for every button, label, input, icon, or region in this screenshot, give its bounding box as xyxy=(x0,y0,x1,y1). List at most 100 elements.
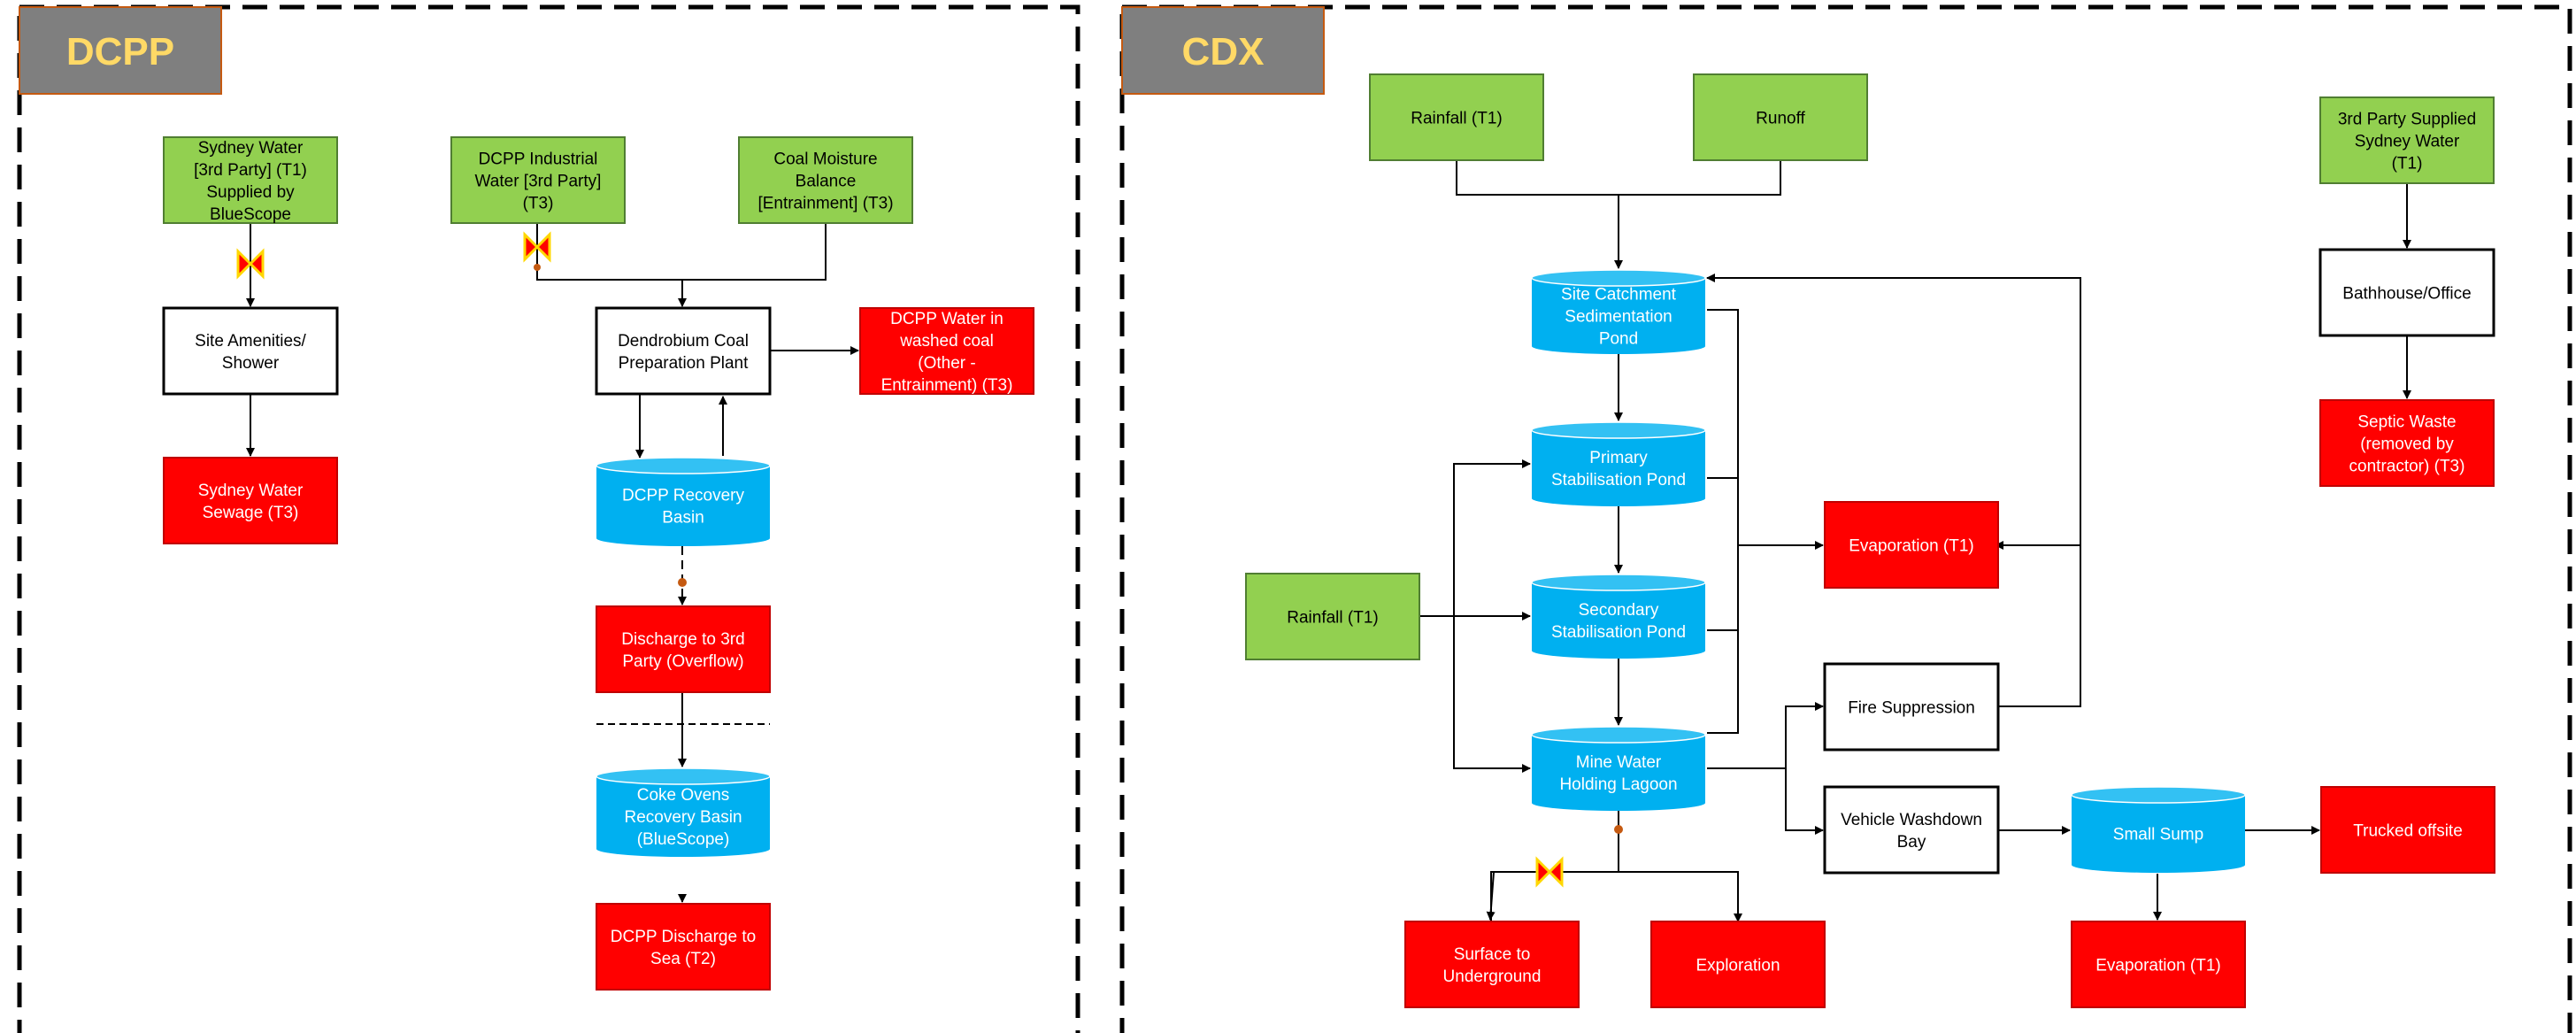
node-label-line: Preparation Plant xyxy=(619,354,750,373)
node-label-line: Basin xyxy=(662,509,704,528)
node-label-line: Supplied by xyxy=(206,183,295,202)
sydney-water-supply-box: Sydney Water [3rd Party] (T1) Supplied by B… xyxy=(163,136,338,224)
evaporation-bottom-box: Evaporation (T1) xyxy=(2071,921,2246,1008)
node-label-line: (BlueScope) xyxy=(637,830,730,849)
node-label-line: Exploration xyxy=(1696,957,1780,975)
fire-suppression-box: Fire Suppression xyxy=(1823,662,2000,752)
node-label-line: Primary xyxy=(1589,449,1648,467)
node-label-line: Fire Suppression xyxy=(1848,699,1975,718)
dcpp-markers xyxy=(236,231,687,587)
runoff-box: Runoff xyxy=(1693,73,1868,161)
exploration-box: Exploration xyxy=(1650,921,1826,1008)
septic-waste-box: Septic Waste (removed by contractor) (T3) xyxy=(2319,399,2495,487)
node-label-line: Small Sump xyxy=(2113,826,2203,844)
node-label-line: Sydney Water xyxy=(198,139,304,158)
small-sump: Small Sump xyxy=(2071,786,2246,873)
node-label-line: DCPP Water in xyxy=(890,310,1003,328)
node-label-line: [3rd Party] (T1) xyxy=(194,161,307,180)
node-label-line: Sydney Water xyxy=(198,482,304,500)
valve-icon xyxy=(236,248,265,280)
node-label-line: [Entrainment] (T3) xyxy=(757,195,893,213)
site-amenities-box: Site Amenities/Shower xyxy=(162,306,339,396)
node-label-line: Evaporation (T1) xyxy=(1849,537,1974,556)
evaporation-mid-box: Evaporation (T1) xyxy=(1824,501,1999,589)
flow-junction-dot xyxy=(678,578,687,587)
cdx-markers xyxy=(1535,825,1623,888)
node-label-line: Rainfall (T1) xyxy=(1287,609,1378,628)
node-label-line: washed coal xyxy=(899,332,994,351)
node-label-line: (removed by xyxy=(2360,436,2454,454)
node-label-line: BlueScope xyxy=(210,205,291,224)
node-label-line: Sea (T2) xyxy=(650,950,716,968)
valve-icon xyxy=(523,231,551,263)
node-label-line: Water [3rd Party] xyxy=(475,173,602,191)
cdx-connectors xyxy=(1419,161,2411,922)
node-label-line: Site Catchment xyxy=(1561,286,1677,305)
node-label-line: Coal Moisture xyxy=(773,150,877,169)
node-label-line: Mine Water xyxy=(1576,753,1662,772)
node-label-line: (Other - xyxy=(918,354,975,373)
cdx-title: CDX xyxy=(1182,30,1265,73)
node-label-line: Sewage (T3) xyxy=(203,504,299,522)
node-label-line: Holding Lagoon xyxy=(1559,775,1677,794)
node-label-line: DCPP Industrial xyxy=(479,150,598,169)
node-label-line: Recovery Basin xyxy=(624,808,742,827)
node-label-line: Runoff xyxy=(1756,110,1805,128)
node-label-line: Sydney Water xyxy=(2355,133,2460,151)
node-label-line: Septic Waste xyxy=(2357,413,2456,432)
flow-junction-dot xyxy=(1614,825,1623,834)
dcpp-water-washed-coal-box: DCPP Water in washed coal (Other - Entrainm… xyxy=(859,307,1034,395)
node-label-line: DCPP Discharge to xyxy=(611,928,756,946)
node-label-line: Stabilisation Pond xyxy=(1551,623,1686,642)
rainfall-top-box: Rainfall (T1) xyxy=(1369,73,1544,161)
node-label-line: Trucked offsite xyxy=(2353,822,2463,841)
node-label-line: contractor) (T3) xyxy=(2349,458,2465,476)
node-label-line: Surface to xyxy=(1454,945,1531,964)
rainfall-left-box: Rainfall (T1) xyxy=(1245,573,1420,660)
node-label-line: Bathhouse/Office xyxy=(2342,285,2471,304)
node-label-line: Balance xyxy=(796,173,857,191)
surface-to-underground-box: Surface to Underground xyxy=(1404,921,1580,1008)
node-label-line: Discharge to 3rd xyxy=(621,630,744,649)
diagram-nodes: Sydney Water [3rd Party] (T1) Supplied by B… xyxy=(162,73,2495,1008)
dcpp-title-box: DCPP xyxy=(19,6,222,95)
node-label-line: Vehicle Washdown xyxy=(1841,811,1982,829)
node-label-line: DCPP Recovery xyxy=(622,487,744,505)
valve-icon xyxy=(1535,856,1564,888)
trucked-offsite-box: Trucked offsite xyxy=(2320,786,2495,874)
node-label-line: Evaporation (T1) xyxy=(2095,957,2221,975)
flow-junction-dot xyxy=(534,264,541,271)
node-label-line: Sedimentation xyxy=(1565,308,1672,327)
node-label-line: Party (Overflow) xyxy=(622,652,743,671)
node-label-line: (T1) xyxy=(2392,155,2423,173)
node-label-line: Bay xyxy=(1897,833,1926,852)
node-label-line: Pond xyxy=(1599,330,1638,349)
node-label-line: Entrainment) (T3) xyxy=(881,376,1013,395)
node-label-line: Underground xyxy=(1443,967,1542,986)
node-label-line: Secondary xyxy=(1579,601,1659,620)
dcpp-discharge-to-sea-box: DCPP Discharge to Sea (T2) xyxy=(596,903,771,991)
node-label-line: (T3) xyxy=(523,195,554,213)
node-label-line: 3rd Party Supplied xyxy=(2338,111,2476,129)
node-label-line: Site Amenities/ xyxy=(195,332,306,351)
node-label-line: Coke Ovens xyxy=(637,786,730,805)
node-label-line: Rainfall (T1) xyxy=(1411,110,1502,128)
node-label-line: Dendrobium Coal xyxy=(618,332,749,351)
dcpp-panel xyxy=(17,4,1080,1033)
dcpp-title: DCPP xyxy=(66,30,174,73)
node-label-line: Shower xyxy=(222,354,280,373)
